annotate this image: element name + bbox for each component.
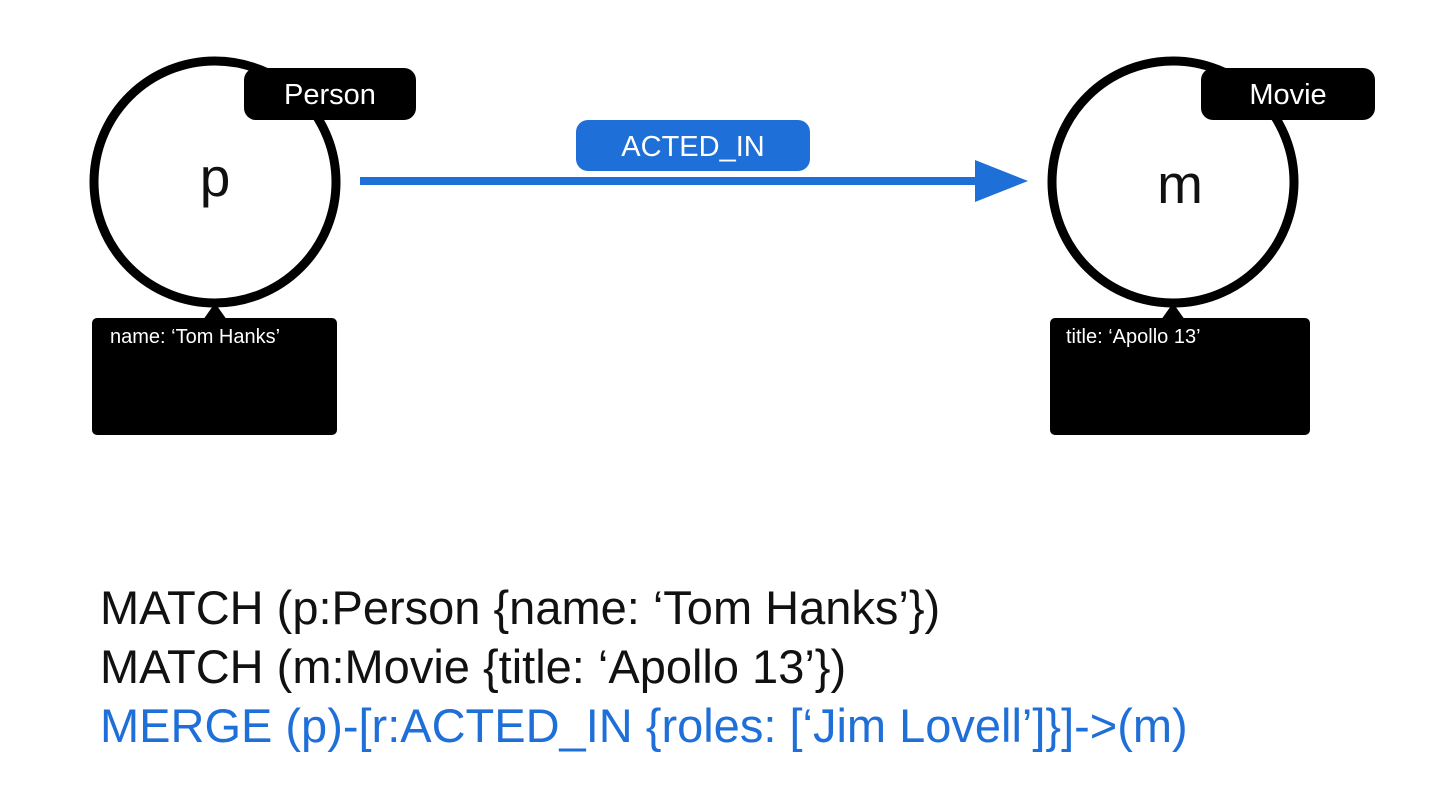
person-properties-background [92, 318, 337, 435]
movie-properties-box: title: ‘Apollo 13’ [1050, 303, 1310, 435]
person-node[interactable]: p [89, 56, 341, 308]
movie-property-title: title: ‘Apollo 13’ [1066, 326, 1201, 348]
movie-label-badge: Movie [1201, 68, 1375, 120]
relationship-type-text: ACTED_IN [621, 131, 764, 163]
person-properties-pointer [203, 303, 227, 320]
movie-node-variable: m [1157, 153, 1203, 215]
relationship-type-background [576, 120, 810, 171]
movie-properties-background [1050, 318, 1310, 435]
movie-label-text: Movie [1249, 79, 1326, 111]
person-label-badge: Person [244, 68, 416, 120]
person-label-background [244, 68, 416, 120]
query-line-match-person: MATCH (p:Person {name: ‘Tom Hanks’}) [100, 581, 941, 634]
acted-in-relationship[interactable] [360, 160, 1028, 202]
person-properties-box: name: ‘Tom Hanks’ [92, 303, 337, 435]
movie-label-background [1201, 68, 1375, 120]
person-property-name: name: ‘Tom Hanks’ [110, 326, 280, 348]
query-line-merge: MERGE (p)-[r:ACTED_IN {roles: [‘Jim Love… [100, 699, 1188, 752]
query-line-match-movie: MATCH (m:Movie {title: ‘Apollo 13’}) [100, 640, 847, 693]
cypher-query: MATCH (p:Person {name: ‘Tom Hanks’}) MATC… [100, 578, 1188, 755]
person-label-text: Person [284, 79, 376, 111]
relationship-arrowhead [975, 160, 1028, 202]
relationship-type-badge: ACTED_IN [576, 120, 810, 171]
person-node-variable: p [200, 146, 231, 208]
movie-properties-pointer [1161, 303, 1185, 320]
